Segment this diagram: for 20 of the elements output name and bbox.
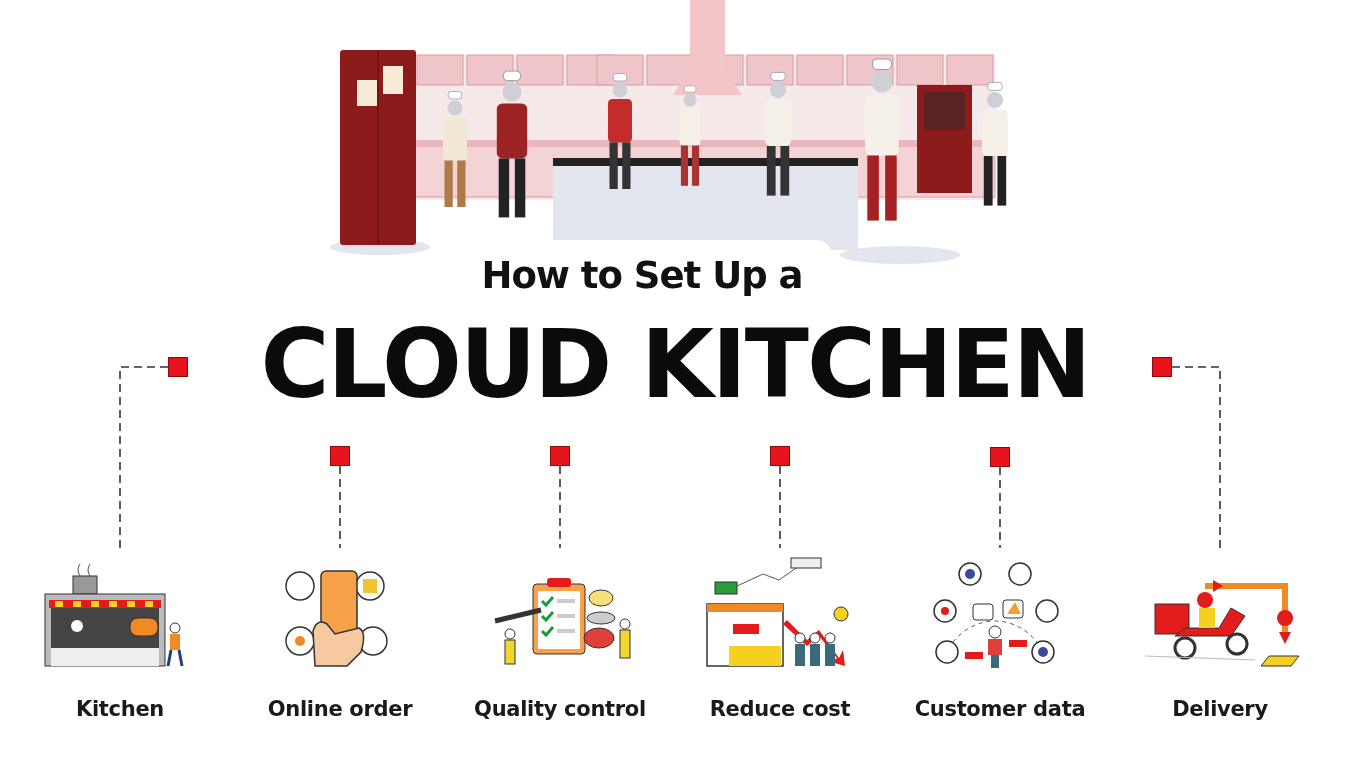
category-label: Online order: [267, 697, 413, 721]
category-label: Delivery: [1172, 697, 1268, 721]
category-label: Reduce cost: [709, 697, 851, 721]
main-heading: CLOUD KITCHEN: [259, 310, 1091, 419]
marker-square: [168, 357, 188, 377]
dashed-connector: [559, 465, 561, 549]
marker-square: [330, 446, 350, 466]
dashed-connector: [779, 465, 781, 549]
category-label: Quality control: [474, 697, 646, 721]
marker-square: [770, 446, 790, 466]
dashed-connector: [1171, 366, 1221, 549]
marker-square: [990, 447, 1010, 467]
marker-square: [1152, 357, 1172, 377]
category-label: Customer data: [914, 697, 1086, 721]
dashed-connector: [999, 466, 1001, 549]
category-label: Kitchen: [76, 697, 164, 721]
marker-square: [550, 446, 570, 466]
dashed-connector: [339, 465, 341, 549]
subtitle-heading: How to Set Up a: [481, 253, 803, 297]
dashed-connector: [119, 366, 169, 549]
